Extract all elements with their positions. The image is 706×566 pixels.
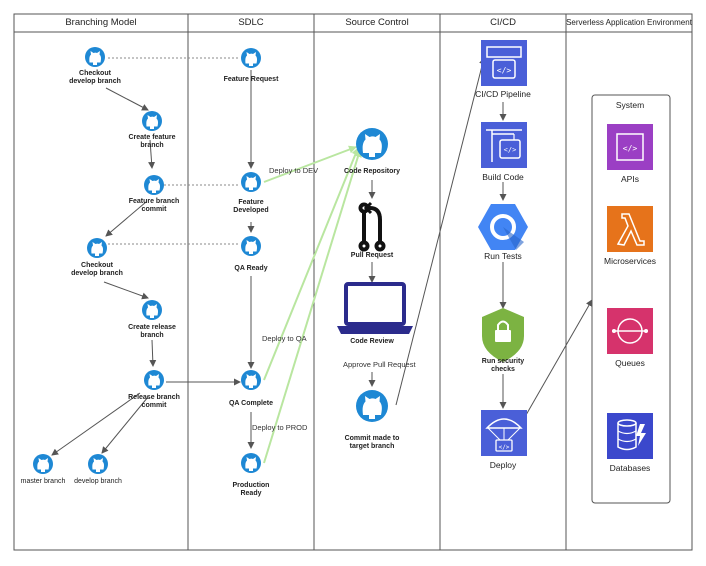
node-create-feature-icon — [142, 111, 162, 131]
run-tests-icon — [478, 204, 528, 250]
security-shield-icon — [482, 308, 524, 362]
lane-serverless — [565, 13, 693, 551]
laptop-icon — [337, 282, 413, 334]
deploy-dev-label: Deploy to DEV — [269, 166, 318, 175]
deploy-edges — [263, 145, 362, 464]
label-feature-commit: Feature branch commit — [128, 198, 180, 213]
label-build-code: Build Code — [482, 172, 524, 182]
label-queues: Queues — [615, 358, 645, 368]
label-code-review: Code Review — [350, 338, 394, 345]
queues-icon — [607, 308, 653, 354]
apis-icon: </> — [607, 124, 653, 170]
build-code-icon: </> — [481, 122, 527, 168]
label-system-title: System — [615, 100, 645, 110]
label-commit-target: Commit made to target branch — [344, 435, 400, 450]
label-feature-developed: Feature Developed — [233, 199, 269, 214]
svg-text:</>: </> — [623, 144, 638, 153]
label-code-repository: Code Repository — [343, 168, 400, 175]
lane-title-source-control: Source Control — [345, 17, 409, 28]
svg-text:</>: </> — [504, 146, 517, 154]
label-apis: APIs — [621, 174, 639, 184]
label-cicd-pipeline: CI/CD Pipeline — [475, 89, 531, 99]
label-master-branch: master branch — [20, 478, 66, 485]
label-qa-complete: QA Complete — [228, 400, 274, 407]
cicd-edges — [499, 102, 593, 423]
deploy-prod-label: Deploy to PROD — [252, 423, 308, 432]
label-microservices: Microservices — [604, 256, 656, 266]
cicd-pipeline-icon: </> — [481, 40, 527, 86]
node-release-commit-icon — [144, 370, 164, 390]
node-feature-commit-icon — [144, 175, 164, 195]
lane-title-cicd: CI/CD — [490, 17, 516, 28]
label-security-checks: Run security checks — [481, 358, 525, 373]
label-create-feature: Create feature branch — [128, 134, 176, 149]
svg-text:</>: </> — [499, 444, 510, 451]
approve-pull-request-label: Approve Pull Request — [343, 360, 416, 369]
databases-icon — [607, 413, 653, 459]
node-feature-request-icon — [241, 48, 261, 68]
label-feature-request: Feature Request — [223, 76, 279, 83]
dotted-connectors — [108, 57, 240, 245]
label-run-tests: Run Tests — [484, 251, 522, 261]
microservices-icon — [607, 206, 653, 252]
label-production-ready: Production Ready — [232, 482, 270, 497]
label-pull-request: Pull Request — [350, 252, 394, 259]
label-databases: Databases — [609, 463, 651, 473]
lane-title-sdlc: SDLC — [238, 17, 264, 28]
node-commit-target-icon — [356, 390, 388, 422]
node-code-repository-icon — [356, 128, 388, 160]
node-qa-ready-icon — [241, 236, 261, 256]
pull-request-arrow-icon — [363, 201, 373, 215]
svg-text:</>: </> — [497, 66, 512, 75]
label-qa-ready: QA Ready — [234, 265, 268, 272]
node-qa-complete-icon — [241, 370, 261, 390]
node-develop-branch-icon — [88, 454, 108, 474]
node-checkout-develop-1-icon — [85, 47, 105, 67]
label-checkout-develop-2: Checkout develop branch — [71, 262, 123, 277]
deploy-qa-label: Deploy to QA — [262, 334, 307, 343]
node-feature-developed-icon — [241, 172, 261, 192]
node-checkout-develop-2-icon — [87, 238, 107, 258]
pull-request-icon — [358, 202, 386, 252]
label-deploy: Deploy — [489, 460, 517, 470]
lane-title-branching-model: Branching Model — [65, 17, 137, 28]
system-box — [591, 94, 671, 504]
label-develop-branch: develop branch — [74, 478, 122, 485]
label-release-commit: Release branch commit — [128, 394, 180, 409]
node-create-release-icon — [142, 300, 162, 320]
node-master-branch-icon — [33, 454, 53, 474]
source-edges — [368, 57, 486, 406]
label-create-release: Create release branch — [128, 324, 176, 339]
label-checkout-develop-1: Checkout develop branch — [69, 70, 121, 85]
node-production-ready-icon — [241, 453, 261, 473]
lane-title-serverless: Serverless Application Environment — [566, 18, 692, 27]
branching-edges — [51, 87, 241, 456]
deploy-icon: </> — [481, 410, 527, 456]
